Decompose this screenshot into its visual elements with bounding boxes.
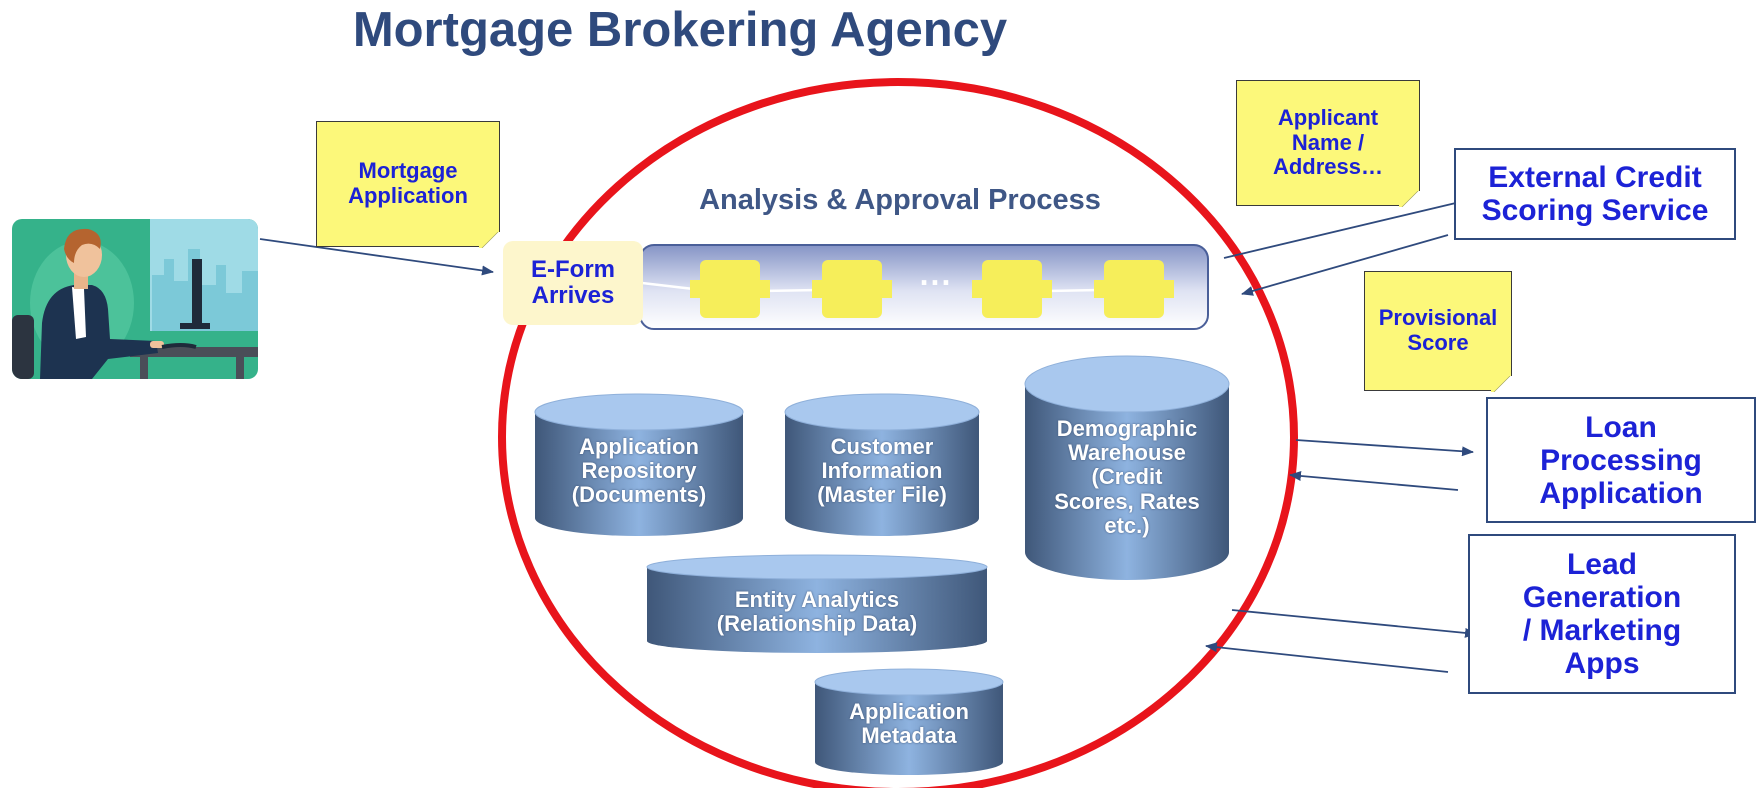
external-connector-arrows (259, 190, 1499, 673)
process-step-4 (1094, 260, 1174, 318)
arrow-agency-to-loan-processing (1295, 439, 1474, 457)
note-provisional-score-label: Provisional Score (1378, 305, 1498, 355)
application-metadata-label: Application Metadata (849, 699, 969, 749)
cylinder-entity-analytics: Entity Analytics (Relationship Data) (646, 554, 988, 654)
process-step-1 (690, 260, 770, 318)
process-ellipsis: ... (919, 256, 953, 292)
agency-boundary-circle (498, 78, 1298, 788)
note-mortgage-application-label: Mortgage Application (348, 158, 468, 208)
loan-processing-application[interactable]: Loan Processing Application (1486, 397, 1756, 523)
note-applicant-name-address: Applicant Name / Address… (1236, 80, 1421, 207)
diagram-title: Mortgage Brokering Agency (352, 3, 1008, 57)
arrow-lead-generation-to-agency (1205, 642, 1449, 673)
arrow-process-to-credit-service (1223, 190, 1499, 259)
customer-information-label: Customer Information (Master File) (817, 434, 947, 508)
note-fold-corner (1491, 376, 1513, 392)
process-step-3 (972, 260, 1052, 318)
process-title: Analysis & Approval Process (699, 184, 1101, 216)
lead-generation-marketing-apps[interactable]: Lead Generation / Marketing Apps (1468, 534, 1736, 694)
cylinder-demographic-warehouse: Demographic Warehouse (Credit Scores, Ra… (1024, 355, 1230, 581)
cylinder-application-repository: Application Repository (Documents) (534, 393, 744, 537)
note-applicant-name-label: Applicant Name / Address… (1272, 105, 1384, 180)
arrow-applicant-to-eform (259, 238, 494, 276)
arrow-credit-service-to-process (1241, 234, 1449, 296)
application-repository-label: Application Repository (Documents) (571, 434, 707, 508)
note-provisional-score: Provisional Score (1364, 271, 1513, 392)
cylinder-application-metadata: Application Metadata (814, 668, 1004, 776)
note-mortgage-application: Mortgage Application (316, 121, 501, 248)
external-credit-scoring-service[interactable]: External Credit Scoring Service (1454, 148, 1736, 240)
eform-arrives-box: E-Form Arrives (503, 241, 643, 325)
arrow-agency-to-lead-generation (1231, 609, 1477, 638)
arrow-loan-processing-to-agency (1289, 470, 1459, 491)
note-fold-corner (1399, 191, 1421, 207)
demographic-warehouse-label: Demographic Warehouse (Credit Scores, Ra… (1054, 416, 1200, 538)
cylinder-customer-information: Customer Information (Master File) (784, 393, 980, 537)
process-step-2 (812, 260, 892, 318)
note-fold-corner (479, 232, 501, 248)
entity-analytics-label: Entity Analytics (Relationship Data) (716, 587, 918, 637)
process-steps (690, 260, 1174, 318)
applicant-at-computer-illustration (12, 219, 258, 379)
